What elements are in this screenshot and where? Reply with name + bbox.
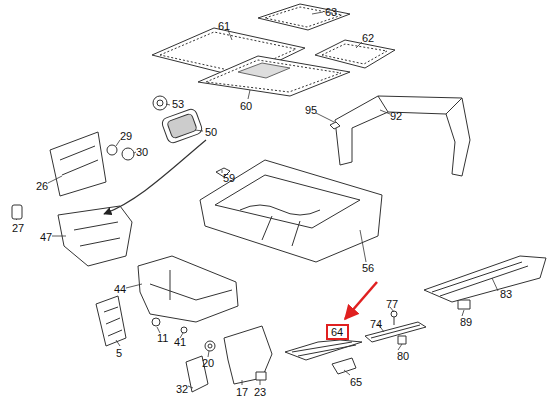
callout-number: 60 <box>240 100 252 112</box>
callout-number: 92 <box>390 110 402 122</box>
callout-number: 44 <box>114 283 126 295</box>
callout-number: 56 <box>362 262 374 274</box>
callout-number: 32 <box>176 383 188 395</box>
callout-number: 5 <box>116 347 122 359</box>
callout-number: 47 <box>40 231 52 243</box>
callout-number: 80 <box>397 350 409 362</box>
callout-number: 83 <box>500 288 512 300</box>
callout-number: 26 <box>36 180 48 192</box>
callout-number: 89 <box>460 316 472 328</box>
callout-number: 74 <box>370 318 382 330</box>
callout-number: 50 <box>205 126 217 138</box>
callout-number: 77 <box>386 298 398 310</box>
callout-number: 53 <box>172 98 184 110</box>
callout-number: 59 <box>223 172 235 184</box>
callout-number: 65 <box>350 376 362 388</box>
pointer-arrow <box>345 282 377 319</box>
callout-number: 41 <box>174 336 186 348</box>
callout-number: 11 <box>157 332 168 344</box>
callout-number: 30 <box>136 146 148 158</box>
callout-number: 61 <box>218 20 230 32</box>
callout-number: 23 <box>254 386 266 398</box>
callout-number: 62 <box>362 32 374 44</box>
highlight-box: 64 <box>326 324 349 340</box>
callout-number: 27 <box>12 222 24 234</box>
callout-number: 63 <box>325 6 337 18</box>
callout-number: 95 <box>305 104 317 116</box>
callout-number: 64 <box>331 326 343 338</box>
callout-number: 17 <box>236 386 248 398</box>
callout-number: 20 <box>202 357 214 369</box>
callout-number: 29 <box>120 130 132 142</box>
